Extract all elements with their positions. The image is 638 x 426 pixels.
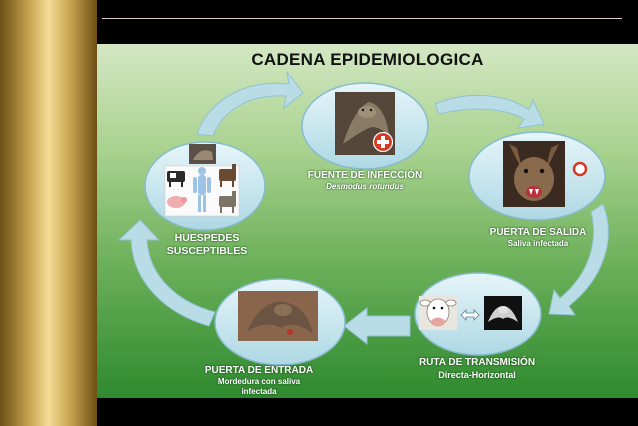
- huespedes-title-2: SUSCEPTIBLES: [166, 245, 248, 257]
- fuente-title: FUENTE DE INFECCIÓN: [307, 170, 423, 181]
- red-circle-icon: [572, 161, 588, 177]
- arrow-ruta-to-entrada: [343, 306, 411, 346]
- page-title: CADENA EPIDEMIOLOGICA: [251, 50, 484, 69]
- animals-collage: [164, 144, 240, 217]
- bat-photo: [335, 92, 395, 155]
- entrada-title: PUERTA DE ENTRADA: [204, 365, 314, 376]
- label-salida: PUERTA DE SALIDA Saliva infectada: [463, 227, 613, 249]
- red-cross-icon: [372, 131, 394, 153]
- arrow-salida-to-ruta: [548, 203, 609, 316]
- slide-area: CADENA EPIDEMIOLOGICA FUENTE DE INFECCIÓ…: [97, 44, 638, 398]
- double-arrow-icon: [460, 309, 480, 321]
- entrada-subtitle-1: Mordedura con saliva: [217, 377, 301, 386]
- top-rule: [102, 18, 622, 19]
- arrow-huespedes-to-fuente: [196, 71, 304, 137]
- label-huespedes: HUESPEDES SUSCEPTIBLES: [137, 232, 277, 258]
- label-ruta: RUTA DE TRANSMISIÓN Directa-Horizontal: [402, 357, 552, 381]
- label-entrada: PUERTA DE ENTRADA Mordedura con saliva i…: [179, 365, 339, 397]
- salida-title: PUERTA DE SALIDA: [489, 227, 587, 238]
- cycle-diagram: [117, 71, 609, 366]
- bat-icon: [484, 296, 522, 330]
- entrada-subtitle-2: infectada: [241, 387, 277, 396]
- ruta-subtitle: Directa-Horizontal: [438, 370, 516, 380]
- gold-side-bar: [0, 0, 97, 426]
- label-fuente: FUENTE DE INFECCIÓN Desmodus rotundus: [285, 170, 445, 192]
- bat-face-photo: [503, 141, 565, 207]
- salida-subtitle: Saliva infectada: [507, 239, 569, 248]
- arrow-entrada-to-huespedes: [117, 219, 216, 327]
- fuente-subtitle: Desmodus rotundus: [326, 182, 404, 191]
- arrow-fuente-to-salida: [434, 95, 545, 129]
- cow-icon: [419, 296, 457, 330]
- ruta-title: RUTA DE TRANSMISIÓN: [418, 357, 536, 368]
- huespedes-title-1: HUESPEDES: [174, 232, 240, 244]
- bat-on-skin-photo: [238, 291, 318, 341]
